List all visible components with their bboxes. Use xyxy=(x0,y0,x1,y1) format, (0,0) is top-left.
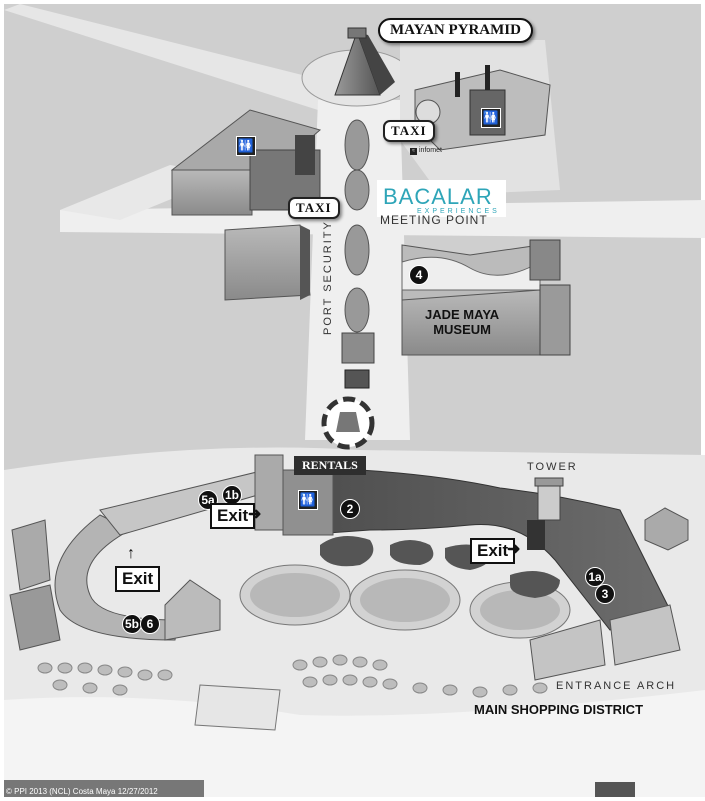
bacalar-name: BACALAR xyxy=(383,184,493,209)
marker-1b: 1b xyxy=(222,485,242,505)
port-security-label: PORT SECURITY xyxy=(322,220,334,335)
copyright-band xyxy=(4,780,204,797)
wifi-icon: ≈ xyxy=(410,148,417,155)
exit-sign-west: Exit xyxy=(115,566,161,592)
exit-sign-east: Exit xyxy=(470,538,516,564)
landscape-pools xyxy=(239,564,571,639)
east-kiosk xyxy=(644,507,689,551)
restroom-icon: 🚻 xyxy=(481,108,501,128)
restroom-icon: 🚻 xyxy=(236,136,256,156)
mayan-pyramid-label: MAYAN PYRAMID xyxy=(378,18,533,43)
marker-5b: 5b xyxy=(122,614,142,634)
copyright-text: © PPI 2013 (NCL) Costa Maya 12/27/2012 xyxy=(6,787,158,796)
west-south-building xyxy=(224,224,311,301)
parking-lot xyxy=(194,684,281,731)
mayan-pyramid xyxy=(334,27,395,96)
shopping-promenade xyxy=(264,469,671,631)
exit-sign-north: Exit xyxy=(210,503,256,529)
main-shopping-district-label: MAIN SHOPPING DISTRICT xyxy=(474,702,644,717)
entrance-arch-label: ENTRANCE ARCH xyxy=(556,680,677,692)
jade-maya-museum-building xyxy=(401,239,571,356)
marker-3: 3 xyxy=(595,584,615,604)
pavilion xyxy=(164,579,221,641)
rentals-label: RENTALS xyxy=(294,456,366,475)
curved-building xyxy=(54,514,179,641)
taxi-east-label: TAXI xyxy=(383,120,435,142)
restroom-icon: 🚻 xyxy=(298,490,318,510)
security-roundabout xyxy=(321,396,375,450)
dock-corner xyxy=(595,782,635,797)
jade-maya-museum-label: JADE MAYA MUSEUM xyxy=(425,307,500,337)
marker-4: 4 xyxy=(409,265,429,285)
west-shop-2 xyxy=(9,584,61,651)
tower-structure xyxy=(527,477,564,550)
beach xyxy=(4,690,705,797)
taxi-west-label: TAXI xyxy=(288,197,340,219)
tree-dots xyxy=(37,654,548,698)
west-shop-1 xyxy=(11,519,51,591)
bacalar-subtitle: EXPERIENCES xyxy=(417,208,500,215)
tower-label: TOWER xyxy=(527,461,578,473)
pier-kiosks xyxy=(341,119,375,389)
marker-1a: 1a xyxy=(585,567,605,587)
exit-arrow-icon: ➜ xyxy=(248,506,262,523)
diagonal-road xyxy=(4,4,330,110)
bacalar-logo: BACALAR EXPERIENCES xyxy=(377,180,506,217)
exit-arrow-icon: ➜ xyxy=(507,541,521,558)
marker-2: 2 xyxy=(340,499,360,519)
infomet-label: ≈infomet xyxy=(410,147,442,155)
marker-6: 6 xyxy=(140,614,160,634)
exit-arrow-icon: ↑ xyxy=(127,545,135,562)
meeting-point-label: MEETING POINT xyxy=(380,213,488,227)
entrance-arch-buildings xyxy=(529,604,681,681)
